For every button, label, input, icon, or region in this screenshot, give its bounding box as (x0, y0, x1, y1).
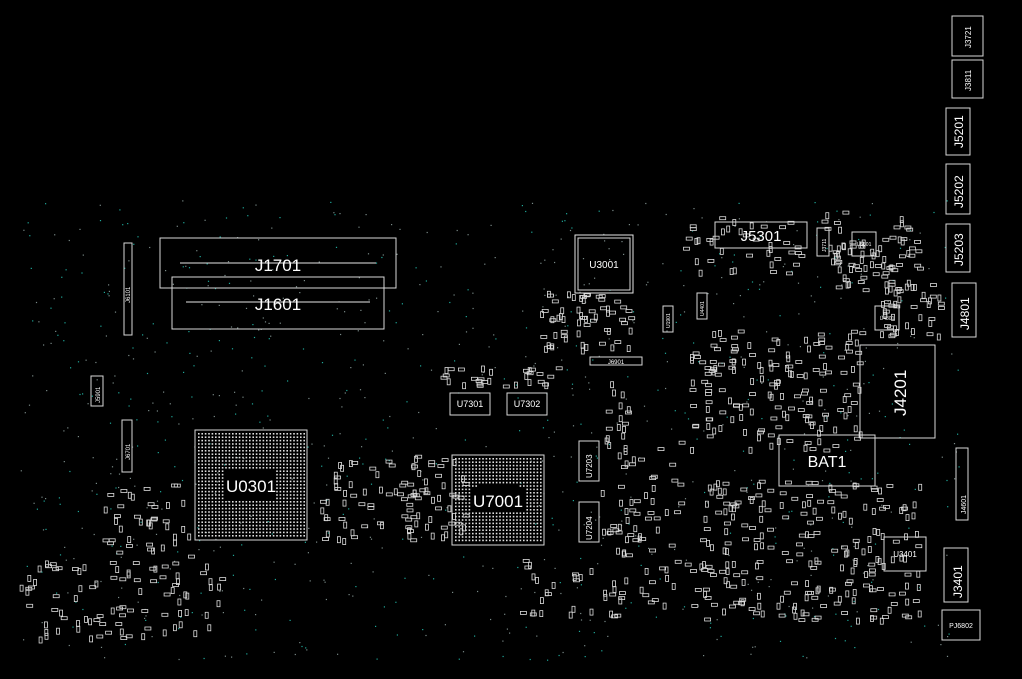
label-j5301: J5301 (741, 228, 782, 245)
label-u3001: U3001 (589, 260, 619, 271)
label-u5601: U5601 (857, 242, 872, 248)
connector-pj6802[interactable]: PJ6802 (941, 609, 981, 641)
label-j3811: J3811 (964, 69, 973, 91)
connector-j4201[interactable]: J4201 (859, 344, 936, 439)
label-u3401: U3401 (893, 550, 917, 559)
label-u7204: U7204 (585, 516, 594, 540)
label-u4401: U4401 (700, 301, 706, 316)
connector-j5901[interactable]: J5901 (90, 375, 104, 407)
chip-u7301[interactable]: U7301 (449, 392, 491, 416)
connector-j4601[interactable]: J4601 (955, 447, 969, 521)
connector-j6101[interactable]: J6101 (123, 242, 133, 336)
label-j6701: J6701 (126, 443, 132, 460)
chip-u3401[interactable]: U3401 (883, 536, 927, 572)
chip-u7203[interactable]: U7203 (578, 440, 600, 482)
chip-u4401[interactable]: U4401 (696, 292, 708, 320)
connector-j5301[interactable]: J5301 (714, 221, 808, 249)
label-j6901: J6901 (608, 360, 625, 366)
connector-j4801[interactable]: J4801 (951, 282, 977, 338)
label-j5202: J5202 (952, 175, 966, 208)
connector-j3711[interactable]: J3711 (816, 227, 830, 257)
connector-j1701[interactable]: J1701 (159, 237, 397, 289)
label-u7302: U7302 (514, 399, 541, 409)
label-j4201: J4201 (891, 370, 910, 416)
connector-j1601[interactable]: J1601 (171, 276, 385, 330)
connector-j3721[interactable]: J3721 (951, 15, 984, 57)
connector-j3811[interactable]: J3811 (951, 59, 984, 99)
chip-u7302[interactable]: U7302 (506, 392, 548, 416)
chip-u7001[interactable]: U7001 (451, 454, 545, 546)
chip-u0301[interactable]: U0301 (194, 429, 308, 541)
label-u7001: U7001 (473, 492, 523, 511)
label-u1901: U1901 (666, 313, 672, 328)
connector-j5202[interactable]: J5202 (945, 163, 971, 215)
label-u4801: U4801 (880, 316, 895, 322)
chip-u3001[interactable]: U3001 (574, 234, 634, 294)
label-pj6802: PJ6802 (949, 623, 973, 630)
connector-j5203[interactable]: J5203 (945, 223, 971, 273)
connector-j6901[interactable]: J6901 (589, 356, 643, 366)
label-j3401: J3401 (951, 565, 965, 598)
connector-j5201[interactable]: J5201 (945, 107, 971, 156)
label-u7203: U7203 (585, 454, 594, 478)
label-j6101: J6101 (126, 286, 132, 303)
battery-bat1[interactable]: BAT1 (778, 434, 876, 487)
connector-j6701[interactable]: J6701 (121, 419, 133, 473)
label-u0301: U0301 (226, 477, 276, 496)
label-j5201: J5201 (952, 115, 966, 148)
passive-components (19, 210, 945, 644)
label-j4801: J4801 (958, 297, 972, 330)
label-j3721: J3721 (964, 26, 973, 48)
chip-u4801[interactable]: U4801 (874, 305, 900, 331)
chip-u7204[interactable]: U7204 (578, 501, 600, 543)
label-j3711: J3711 (822, 239, 828, 252)
label-j4601: J4601 (961, 495, 968, 514)
label-j1701: J1701 (255, 256, 301, 275)
label-u7301: U7301 (457, 399, 484, 409)
label-bat1: BAT1 (808, 454, 847, 471)
chip-u5601[interactable]: U5601 (851, 231, 877, 257)
chip-u1901[interactable]: U1901 (662, 305, 674, 333)
label-j5203: J5203 (952, 233, 966, 266)
label-j1601: J1601 (255, 295, 301, 314)
connector-j3401[interactable]: J3401 (943, 547, 969, 603)
label-j5901: J5901 (96, 386, 102, 403)
